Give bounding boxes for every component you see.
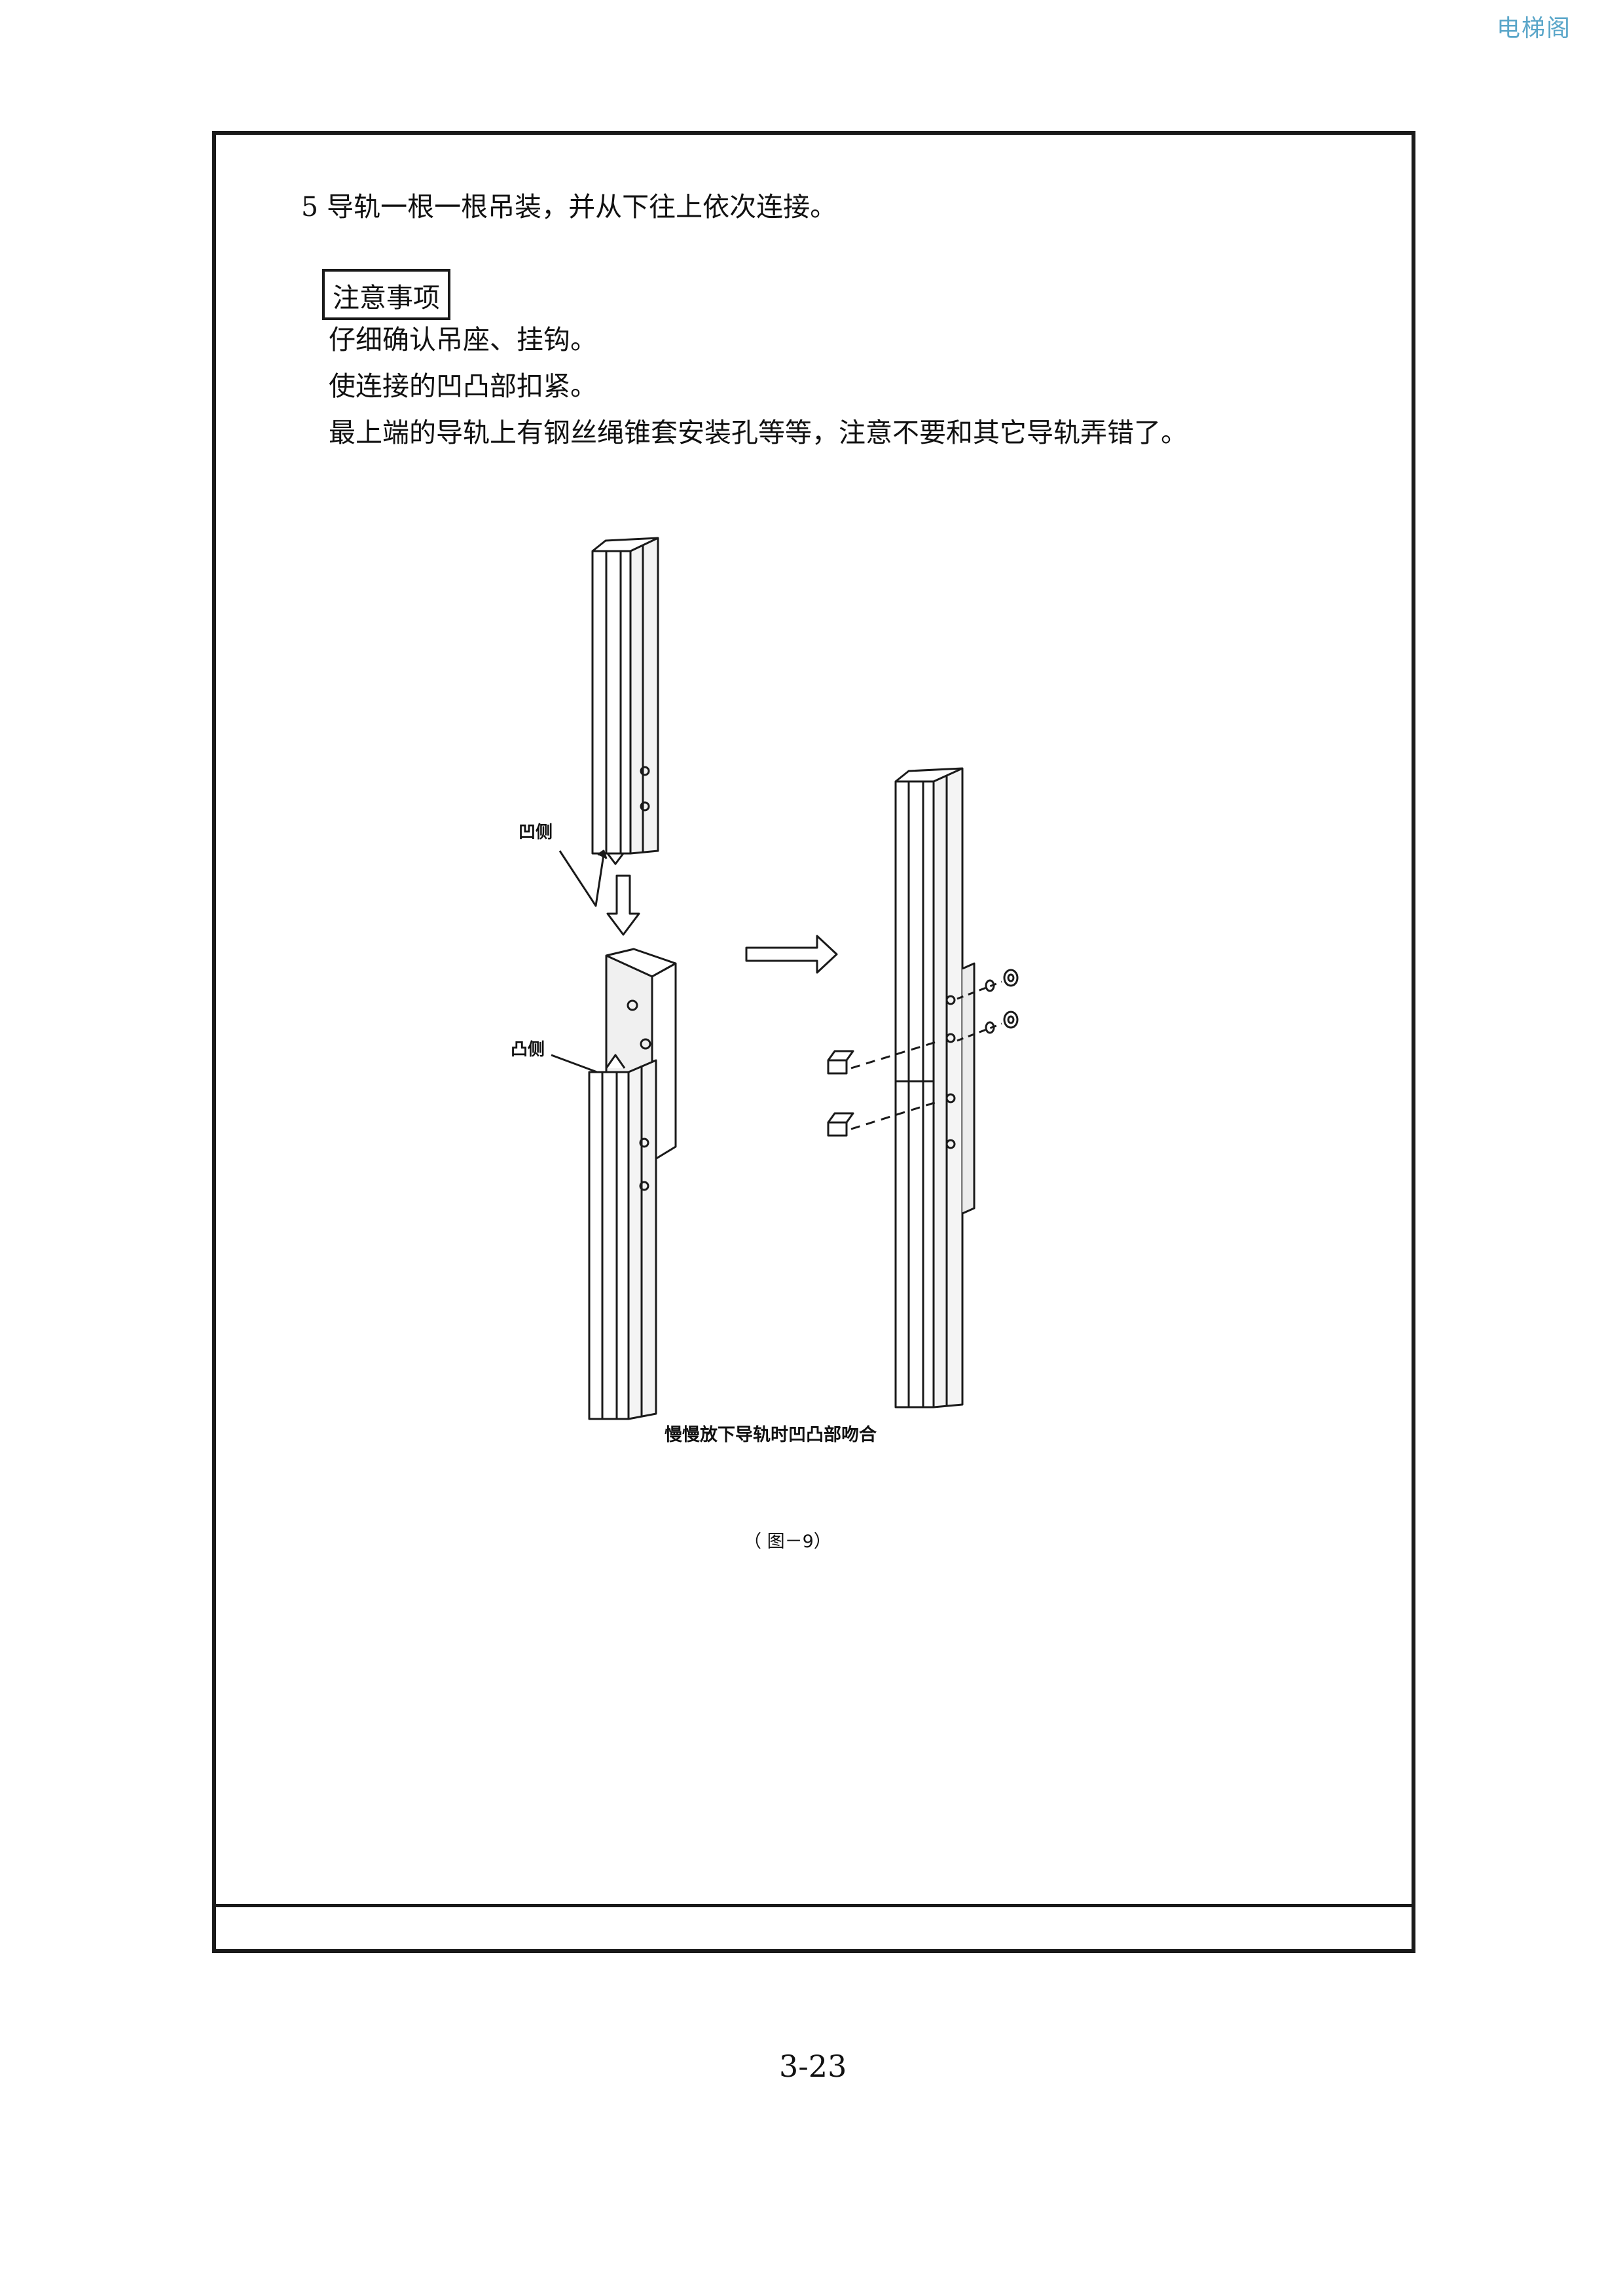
figure-caption: 慢慢放下导轨时凹凸部吻合 [665,1425,877,1445]
watermark: 电梯阁 [1497,15,1572,42]
convex-side-label: 凸侧 [511,1040,545,1060]
concave-side-label: 凹侧 [519,823,553,842]
upper-rail-illustration [591,537,659,865]
notice-item: 使连接的凹凸部扣紧。 [329,370,597,402]
footer-divider [212,1904,1415,1907]
notice-item: 仔细确认吊座、挂钩。 [329,324,597,355]
notice-title: 注意事项 [322,269,450,320]
assembled-rail-illustration [894,767,976,1408]
page-number: 3-23 [779,2049,847,2084]
figure-number: （ 图－9） [744,1532,831,1552]
step-instruction: 5 导轨一根一根吊装，并从下往上依次连接。 [301,191,837,223]
bolt-set-illustration [827,969,1019,1137]
lower-rail-illustration [588,948,677,1420]
notice-list: 仔细确认吊座、挂钩。 使连接的凹凸部扣紧。 最上端的导轨上有钢丝绳锥套安装孔等等… [329,317,1188,456]
page-frame [212,131,1415,1953]
notice-item: 最上端的导轨上有钢丝绳锥套安装孔等等，注意不要和其它导轨弄错了。 [329,417,1188,448]
guide-rail-connection-diagram: 凹侧 凸侧 [511,537,1019,1420]
